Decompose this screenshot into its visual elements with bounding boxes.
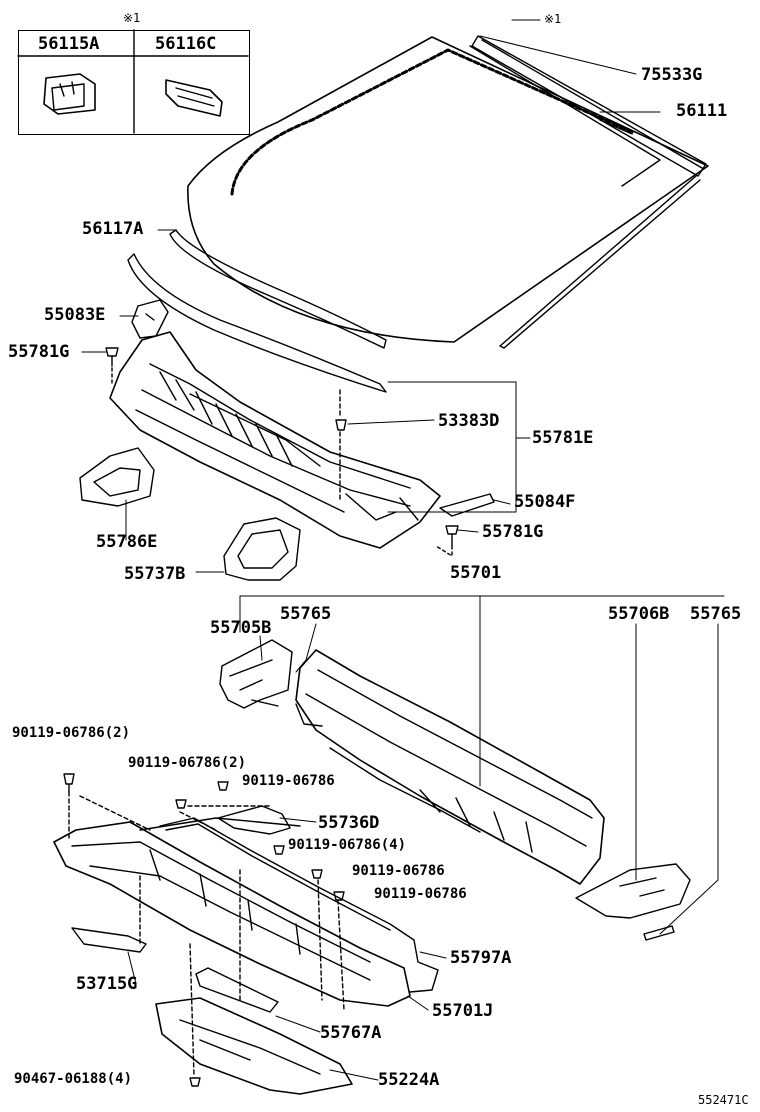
windshield-glass [187, 35, 709, 349]
label-90467-06188-4: 90467-06188(4) [14, 1071, 133, 1087]
inset-clips [17, 29, 249, 134]
inset-label-56115A: 56115A [38, 34, 100, 54]
label-90119-06786-2-a: 90119-06786(2) [12, 725, 131, 741]
label-55224A: 55224A [378, 1070, 440, 1090]
label-55701J: 55701J [432, 1001, 494, 1021]
label-55736D: 55736D [318, 813, 380, 833]
label-90119-06786-2-b: 90119-06786(2) [128, 755, 247, 771]
label-55705B: 55705B [210, 618, 272, 638]
bracket-55765-right [643, 925, 675, 941]
label-55786E: 55786E [96, 532, 158, 552]
diagram-id: 552471C [698, 1093, 749, 1107]
seal-55786E [79, 447, 155, 507]
bracket-55736D [217, 805, 291, 835]
bracket-55084F [439, 493, 495, 517]
label-55701: 55701 [450, 563, 502, 583]
molding-56117A [127, 229, 387, 393]
label-53383D: 53383D [438, 411, 500, 431]
label-55797A: 55797A [450, 948, 512, 968]
lower-cowl-55701J [53, 817, 411, 1007]
inset-note: ※1 [123, 11, 141, 25]
label-90119-06786-c: 90119-06786 [242, 773, 335, 789]
label-90119-06786-e: 90119-06786 [352, 863, 445, 879]
bolts [63, 773, 345, 1087]
clip-53383D [335, 389, 347, 501]
label-90119-06786-f: 90119-06786 [374, 886, 467, 902]
label-55737B: 55737B [124, 564, 186, 584]
note-marker: ※1 [544, 12, 562, 26]
label-53715G: 53715G [76, 974, 138, 994]
label-56111: 56111 [676, 101, 728, 121]
label-55781G-right: 55781G [482, 522, 544, 542]
bracket-55705B [219, 639, 293, 709]
harness-55797A [159, 817, 439, 993]
seal-55737B [223, 517, 301, 581]
label-90119-06786-4: 90119-06786(4) [288, 837, 407, 853]
label-55765-left: 55765 [280, 604, 332, 624]
label-55765-right: 55765 [690, 604, 742, 624]
leader-lines [81, 19, 725, 1081]
label-55781E: 55781E [532, 428, 594, 448]
bracket-55083E [131, 299, 169, 339]
cowl-panel-55701 [295, 649, 605, 885]
label-56117A: 56117A [82, 219, 144, 239]
label-55767A: 55767A [320, 1023, 382, 1043]
label-55083E: 55083E [44, 305, 106, 325]
cover-55224A [155, 997, 353, 1095]
pad-55767A [195, 967, 279, 1013]
label-75533G: 75533G [641, 65, 703, 85]
plate-53715G [71, 927, 147, 953]
label-55706B: 55706B [608, 604, 670, 624]
label-55781G-top: 55781G [8, 342, 70, 362]
bracket-55706B [575, 863, 691, 919]
label-55084F: 55084F [514, 492, 576, 512]
inset-label-56116C: 56116C [155, 34, 217, 54]
screw-55781G [105, 347, 459, 557]
inset-box [18, 30, 250, 135]
cowl-louver-55781E [109, 331, 441, 549]
